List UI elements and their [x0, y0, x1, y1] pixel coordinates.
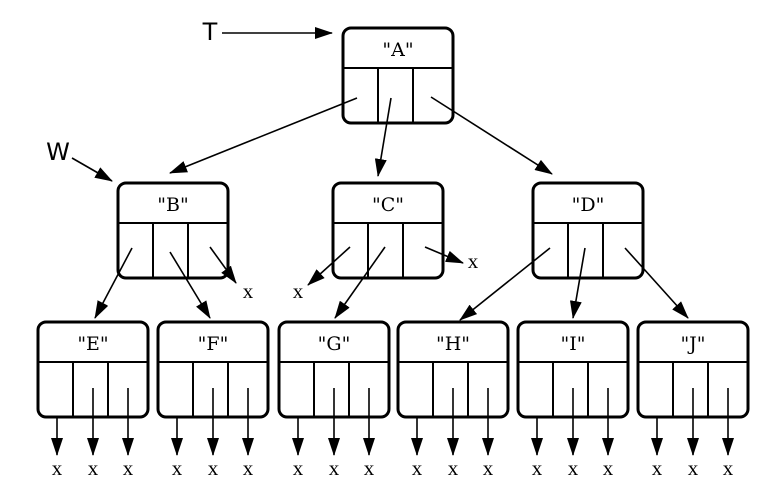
node-box [341, 26, 455, 125]
null-symbol: x [448, 456, 459, 480]
node-c: "C" [331, 181, 445, 280]
child-edge-arrow [624, 247, 689, 319]
node-h: "H" [396, 320, 510, 419]
null-symbol: x [243, 456, 254, 480]
null-pointer-arrow [307, 246, 351, 286]
node-box [531, 181, 645, 280]
null-symbol: x [293, 279, 304, 303]
node-d: "D" [531, 181, 645, 280]
node-label: "I" [561, 333, 586, 355]
null-symbol: x [532, 456, 543, 480]
null-pointer-arrow [209, 246, 237, 284]
null-pointer-arrow [424, 246, 464, 264]
node-f: "F" [156, 320, 270, 419]
child-edge-arrow [430, 96, 553, 175]
node-j: "J" [636, 320, 750, 419]
null-symbol: x [688, 456, 699, 480]
node-b: "B" [116, 181, 230, 280]
child-edge-arrow [569, 247, 586, 319]
node-g: "G" [277, 320, 391, 419]
null-symbol: x [364, 456, 375, 480]
null-symbol: x [208, 456, 219, 480]
null-symbol: x [412, 456, 423, 480]
node-label: "D" [572, 194, 605, 216]
null-symbol: x [172, 456, 183, 480]
null-symbol: x [52, 456, 63, 480]
child-edge-arrow [169, 97, 358, 174]
node-label: "G" [318, 333, 351, 355]
node-box [116, 181, 230, 280]
null-symbol: x [568, 456, 579, 480]
node-label: "F" [198, 333, 229, 355]
null-symbol: x [329, 456, 340, 480]
child-edge-arrow [374, 97, 392, 177]
node-label: "C" [372, 194, 404, 216]
node-label: "B" [157, 194, 188, 216]
child-edge-arrow [334, 246, 386, 319]
null-symbol: x [88, 456, 99, 480]
child-edge-arrow [169, 251, 211, 319]
null-symbol: x [243, 279, 254, 303]
null-symbol: x [723, 456, 734, 480]
pointer-label-w: W [46, 138, 70, 166]
null-symbol: x [468, 249, 479, 273]
node-label: "H" [436, 333, 470, 355]
node-a: "A" [341, 26, 455, 125]
node-label: "E" [77, 333, 108, 355]
null-symbol: x [652, 456, 663, 480]
node-e: "E" [36, 320, 150, 419]
child-edge-arrow [459, 247, 551, 321]
null-symbol: x [123, 456, 134, 480]
node-label: "A" [382, 39, 413, 61]
child-edge-arrow [94, 247, 133, 319]
node-label: "J" [680, 333, 705, 355]
pointer-arrow-w [71, 157, 113, 182]
node-box [331, 181, 445, 280]
null-symbol: x [603, 456, 614, 480]
pointer-label-t: T [202, 18, 218, 46]
null-symbol: x [483, 456, 494, 480]
null-symbol: x [293, 456, 304, 480]
